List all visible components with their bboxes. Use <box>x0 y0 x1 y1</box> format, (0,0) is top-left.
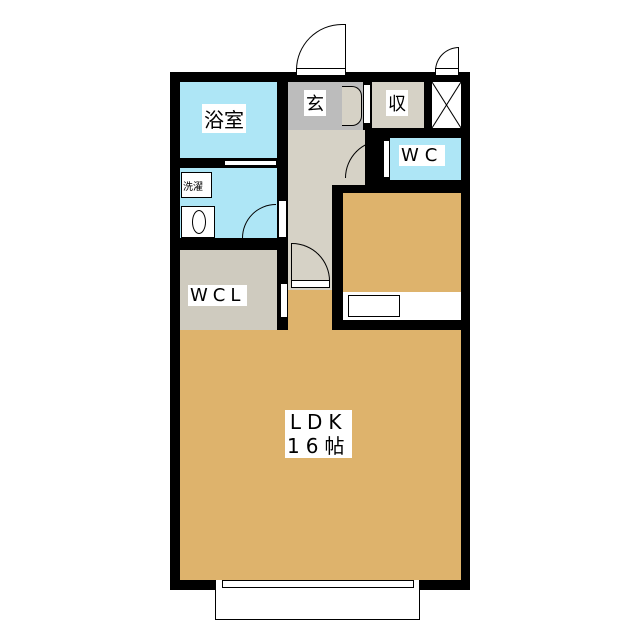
label-laundry: 洗濯 <box>183 178 203 193</box>
label-entrance: 玄 <box>304 90 326 116</box>
storage-door <box>363 84 371 124</box>
bath-door <box>224 160 277 166</box>
sink-basin-icon <box>192 210 206 234</box>
label-storage: 収 <box>386 90 408 116</box>
ldk-door <box>291 280 330 288</box>
toilet-door <box>383 140 390 178</box>
wcl-door <box>280 283 288 318</box>
meter-box-cross-icon <box>431 81 462 129</box>
ldk-name: LDK <box>289 410 348 434</box>
ldk-size: 16帖 <box>287 434 351 458</box>
meter-door <box>435 68 459 76</box>
label-toilet: WC <box>399 145 446 166</box>
kitchen-sink <box>348 295 400 317</box>
label-ldk: LDK 16帖 <box>285 410 353 458</box>
label-walk-in-closet: WCL <box>188 285 248 306</box>
washroom-door <box>278 200 287 238</box>
window-frame <box>222 580 414 588</box>
meter-box <box>431 81 462 129</box>
label-bath: 浴室 <box>202 104 246 133</box>
entrance-door-swing-icon <box>296 24 346 70</box>
ldk-room <box>288 290 332 331</box>
kitchen-area <box>343 193 461 292</box>
shoe-cabinet <box>342 86 362 126</box>
